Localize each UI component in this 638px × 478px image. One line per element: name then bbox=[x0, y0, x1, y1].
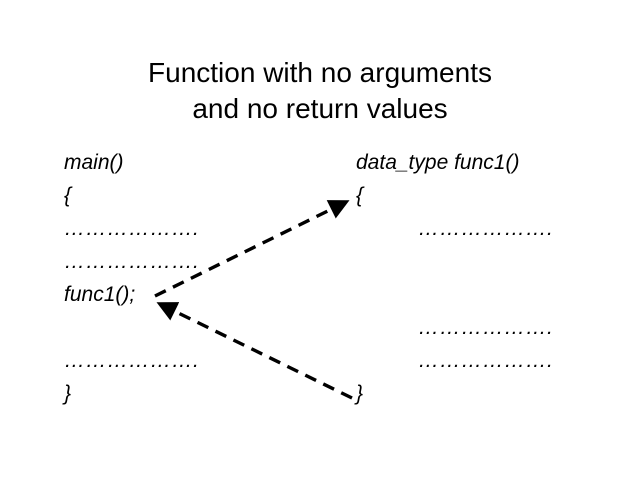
page-title-line-1: Function with no arguments bbox=[148, 57, 492, 88]
left-line-main-signature: main() bbox=[64, 151, 124, 174]
left-line-dots-3: ………………. bbox=[64, 349, 200, 372]
left-line-function-call: func1(); bbox=[64, 283, 136, 306]
right-line-close-brace: } bbox=[356, 382, 364, 405]
left-line-dots-1: ………………. bbox=[64, 217, 200, 240]
right-line-dots-2: ………………. bbox=[418, 316, 554, 339]
right-line-dots-1: ………………. bbox=[418, 217, 554, 240]
called-function-block: data_type func1() { ………………. ………………. …………… bbox=[356, 146, 553, 410]
left-line-dots-2: ………………. bbox=[64, 250, 200, 273]
main-function-block: main() { ………………. ………………. func1(); ………………… bbox=[64, 146, 199, 410]
right-line-open-brace: { bbox=[356, 184, 364, 207]
left-line-close-brace: } bbox=[64, 382, 72, 405]
right-line-dots-3: ………………. bbox=[418, 349, 554, 372]
page-title: Function with no arguments and no return… bbox=[60, 55, 580, 127]
right-line-function-signature: data_type func1() bbox=[356, 151, 520, 174]
left-line-open-brace: { bbox=[64, 184, 72, 207]
page-title-line-2: and no return values bbox=[192, 93, 448, 124]
